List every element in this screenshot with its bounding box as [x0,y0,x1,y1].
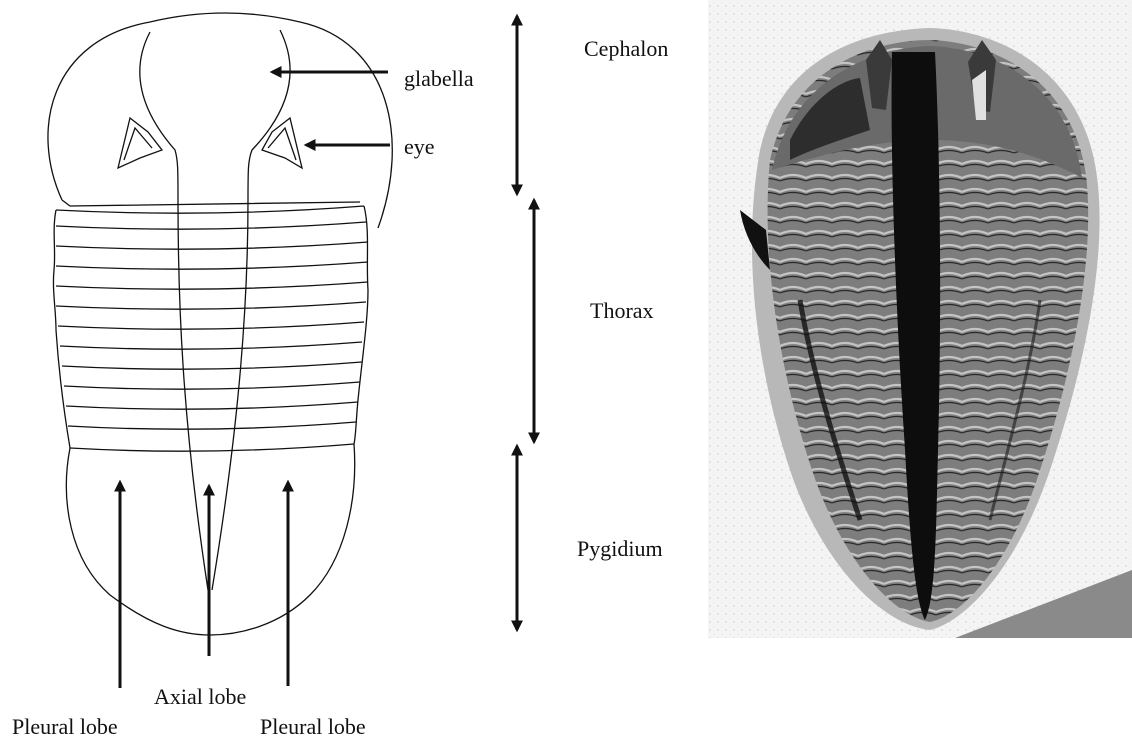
pygidium-outline [66,444,354,635]
genal-spine-left [62,200,360,206]
thorax-segments [56,206,368,451]
axial-lobe-label: Axial lobe [154,686,246,708]
region-arrows [517,16,534,630]
eye-right-outline [262,118,302,168]
pygidium-label: Pygidium [577,538,663,560]
axial-furrow-left [178,200,208,590]
pleural-lobe-right-label: Pleural lobe [260,716,366,738]
drawing-arrows [120,72,390,688]
eye-label: eye [404,136,435,158]
trilobite-line-drawing [48,13,392,635]
cephalon-outline [48,13,392,228]
pleural-lobe-left-label: Pleural lobe [12,716,118,738]
cephalon-label: Cephalon [584,38,668,60]
glabella-label: glabella [404,68,474,90]
glabella-outline [140,30,290,200]
axial-furrow-right [212,200,248,590]
eye-left-outline [118,118,162,168]
trilobite-fossil-photo [708,0,1132,638]
thorax-label: Thorax [590,300,654,322]
